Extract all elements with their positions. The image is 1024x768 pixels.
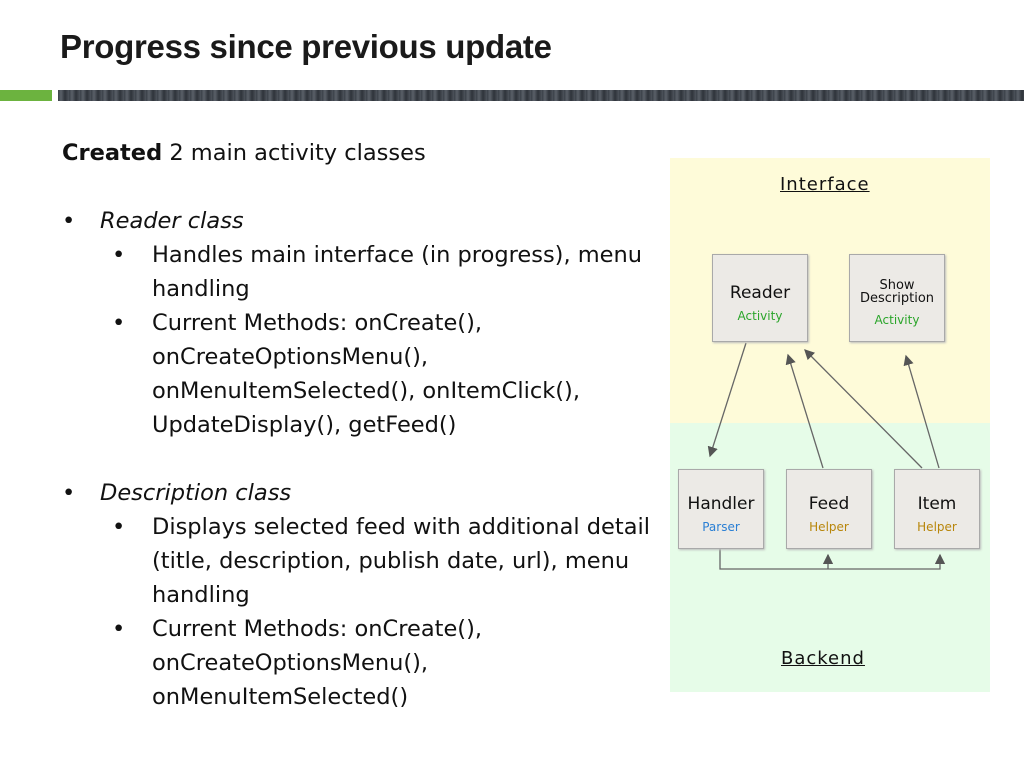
bullet-icon: • bbox=[112, 616, 126, 642]
box-name: Item bbox=[917, 494, 957, 514]
section-reader: • Reader class bbox=[62, 204, 652, 238]
list-item: • Displays selected feed with additional… bbox=[62, 510, 652, 612]
list-item-text: Displays selected feed with additional d… bbox=[152, 514, 650, 608]
slide-title: Progress since previous update bbox=[60, 28, 552, 65]
interface-label: Interface bbox=[780, 174, 870, 195]
box-type: Activity bbox=[874, 313, 920, 327]
title-rule-bar bbox=[58, 90, 1024, 101]
box-name: Reader bbox=[729, 283, 791, 303]
box-name-line2: Description bbox=[859, 291, 935, 306]
title-rule-accent bbox=[0, 90, 52, 101]
bullet-icon: • bbox=[112, 514, 126, 540]
box-name: Feed bbox=[808, 494, 850, 514]
list-item: • Current Methods: onCreate(), onCreateO… bbox=[62, 306, 652, 442]
box-type: Parser bbox=[702, 520, 740, 534]
show-description-box: Show Description Activity bbox=[849, 254, 945, 342]
box-name: Handler bbox=[687, 494, 755, 514]
list-item-text: Current Methods: onCreate(), onCreateOpt… bbox=[152, 310, 580, 438]
section-description: • Description class bbox=[62, 476, 652, 510]
diagram-connectors bbox=[707, 342, 946, 570]
feed-helper-box: Feed Helper bbox=[786, 469, 872, 549]
list-item-text: Handles main interface (in progress), me… bbox=[152, 242, 643, 302]
bullet-icon: • bbox=[62, 480, 76, 506]
arrow-reader-to-handler bbox=[707, 342, 747, 458]
lead-bold: Created bbox=[62, 140, 163, 166]
box-type: Helper bbox=[917, 520, 957, 534]
reader-activity-box: Reader Activity bbox=[712, 254, 808, 342]
lead-rest: 2 main activity classes bbox=[162, 140, 426, 166]
backend-bus bbox=[719, 549, 946, 570]
list-item-text: Current Methods: onCreate(), onCreateOpt… bbox=[152, 616, 482, 710]
bullet-icon: • bbox=[62, 208, 76, 234]
bullet-icon: • bbox=[112, 310, 126, 336]
list-item: • Current Methods: onCreate(), onCreateO… bbox=[62, 612, 652, 714]
item-helper-box: Item Helper bbox=[894, 469, 980, 549]
section-heading: Reader class bbox=[100, 208, 244, 234]
lead-line: Created 2 main activity classes bbox=[62, 136, 652, 170]
architecture-diagram: Interface Backend Reader Activity Show D… bbox=[670, 158, 990, 692]
slide-body: Created 2 main activity classes • Reader… bbox=[62, 136, 652, 714]
box-name-line1: Show bbox=[879, 278, 915, 293]
box-type: Activity bbox=[737, 309, 783, 323]
handler-parser-box: Handler Parser bbox=[678, 469, 764, 549]
backend-label: Backend bbox=[781, 648, 865, 669]
arrow-feed-to-reader bbox=[785, 353, 824, 469]
list-item: • Handles main interface (in progress), … bbox=[62, 238, 652, 306]
arrow-item-to-showdesc bbox=[903, 354, 940, 469]
arrow-item-to-reader bbox=[804, 349, 923, 469]
section-heading: Description class bbox=[100, 480, 292, 506]
bullet-icon: • bbox=[112, 242, 126, 268]
box-type: Helper bbox=[809, 520, 849, 534]
